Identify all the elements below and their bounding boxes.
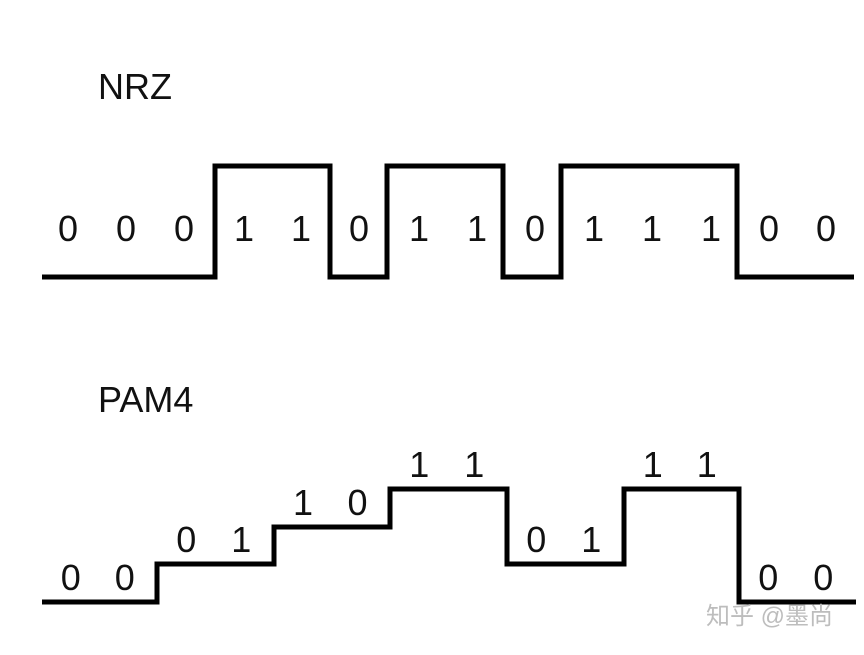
nrz-bit-label: 0 (349, 208, 369, 249)
nrz-waveform (42, 163, 854, 280)
nrz-bit-label: 0 (174, 208, 194, 249)
nrz-bit-label: 0 (759, 208, 779, 249)
nrz-bit-label: 0 (525, 208, 545, 249)
nrz-bit-label: 1 (291, 208, 311, 249)
nrz-bit-label: 1 (409, 208, 429, 249)
nrz-bit-label: 0 (816, 208, 836, 249)
pam4-bit-label: 0 (348, 482, 368, 523)
pam4-bit-label: 1 (231, 519, 251, 560)
watermark: 知乎 @墨尚 (706, 603, 833, 630)
pam4-bit-label: 1 (697, 444, 717, 485)
pam4-bit-label: 0 (61, 557, 81, 598)
nrz-bit-label: 1 (467, 208, 487, 249)
pam4-bit-label: 0 (813, 557, 833, 598)
pam4-bit-label: 1 (409, 444, 429, 485)
nrz-bit-label: 0 (116, 208, 136, 249)
pam4-bit-label: 1 (293, 482, 313, 523)
pam4-bit-label: 1 (581, 519, 601, 560)
pam4-bit-label: 0 (176, 519, 196, 560)
pam4-bit-label: 1 (643, 444, 663, 485)
nrz-bit-label: 0 (58, 208, 78, 249)
pam4-title: PAM4 (98, 379, 193, 420)
pam4-bit-label: 0 (115, 557, 135, 598)
nrz-bit-label: 1 (642, 208, 662, 249)
nrz-bit-label: 1 (584, 208, 604, 249)
nrz-title: NRZ (98, 66, 172, 107)
pam4-waveform (42, 486, 856, 605)
nrz-bit-label: 1 (234, 208, 254, 249)
pam4-bit-label: 1 (464, 444, 484, 485)
nrz-bit-label: 1 (701, 208, 721, 249)
pam4-bit-label: 0 (526, 519, 546, 560)
pam4-bit-label: 0 (758, 557, 778, 598)
